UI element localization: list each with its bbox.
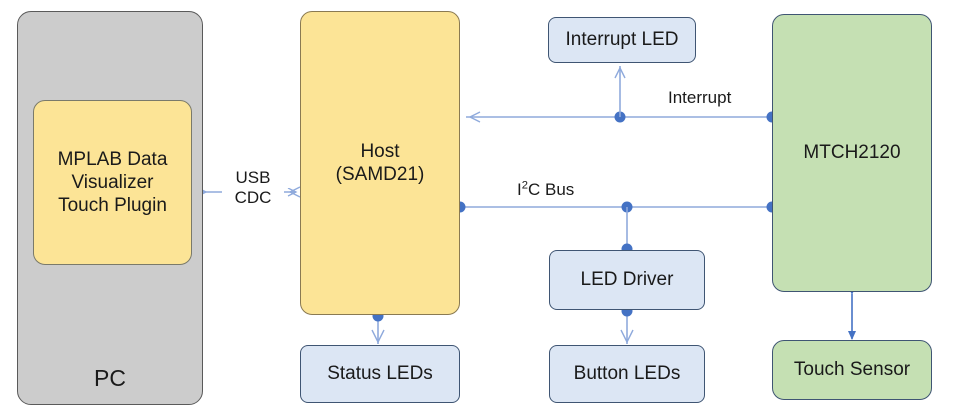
- node-mplab-data-visualizer-touch-plugin[interactable]: MPLAB Data Visualizer Touch Plugin: [33, 100, 192, 265]
- node-mtch2120[interactable]: MTCH2120: [772, 14, 932, 292]
- node-pc-label: PC: [94, 364, 126, 391]
- i2c-superscript: 2: [521, 179, 528, 192]
- node-mplab-plugin-label: MPLAB Data Visualizer Touch Plugin: [57, 148, 168, 217]
- wire-i2c-bus: [454, 201, 778, 255]
- node-interrupt-led-label: Interrupt LED: [565, 29, 679, 51]
- node-host-samd21[interactable]: Host (SAMD21): [300, 11, 460, 315]
- node-led-driver-label: LED Driver: [580, 269, 674, 291]
- edge-label-usb-cdc: USB CDC: [222, 168, 284, 209]
- node-button-leds-label: Button LEDs: [573, 363, 681, 385]
- wire-host-status-leds: [371, 310, 385, 344]
- node-mtch2120-label: MTCH2120: [803, 142, 901, 164]
- node-touch-sensor[interactable]: Touch Sensor: [772, 340, 932, 400]
- wire-led-driver-button-leds: [620, 305, 634, 344]
- node-touch-sensor-label: Touch Sensor: [793, 359, 911, 381]
- node-button-leds[interactable]: Button LEDs: [549, 345, 705, 403]
- node-host-label: Host (SAMD21): [335, 140, 425, 185]
- edge-label-interrupt: Interrupt: [664, 88, 736, 109]
- edge-label-i2c-bus: I2C Bus: [513, 179, 579, 201]
- i2c-prefix: I: [517, 180, 522, 199]
- i2c-suffix: C Bus: [527, 180, 575, 199]
- node-led-driver[interactable]: LED Driver: [549, 250, 705, 310]
- node-interrupt-led[interactable]: Interrupt LED: [548, 17, 696, 63]
- node-status-leds[interactable]: Status LEDs: [300, 345, 460, 403]
- node-status-leds-label: Status LEDs: [327, 363, 433, 385]
